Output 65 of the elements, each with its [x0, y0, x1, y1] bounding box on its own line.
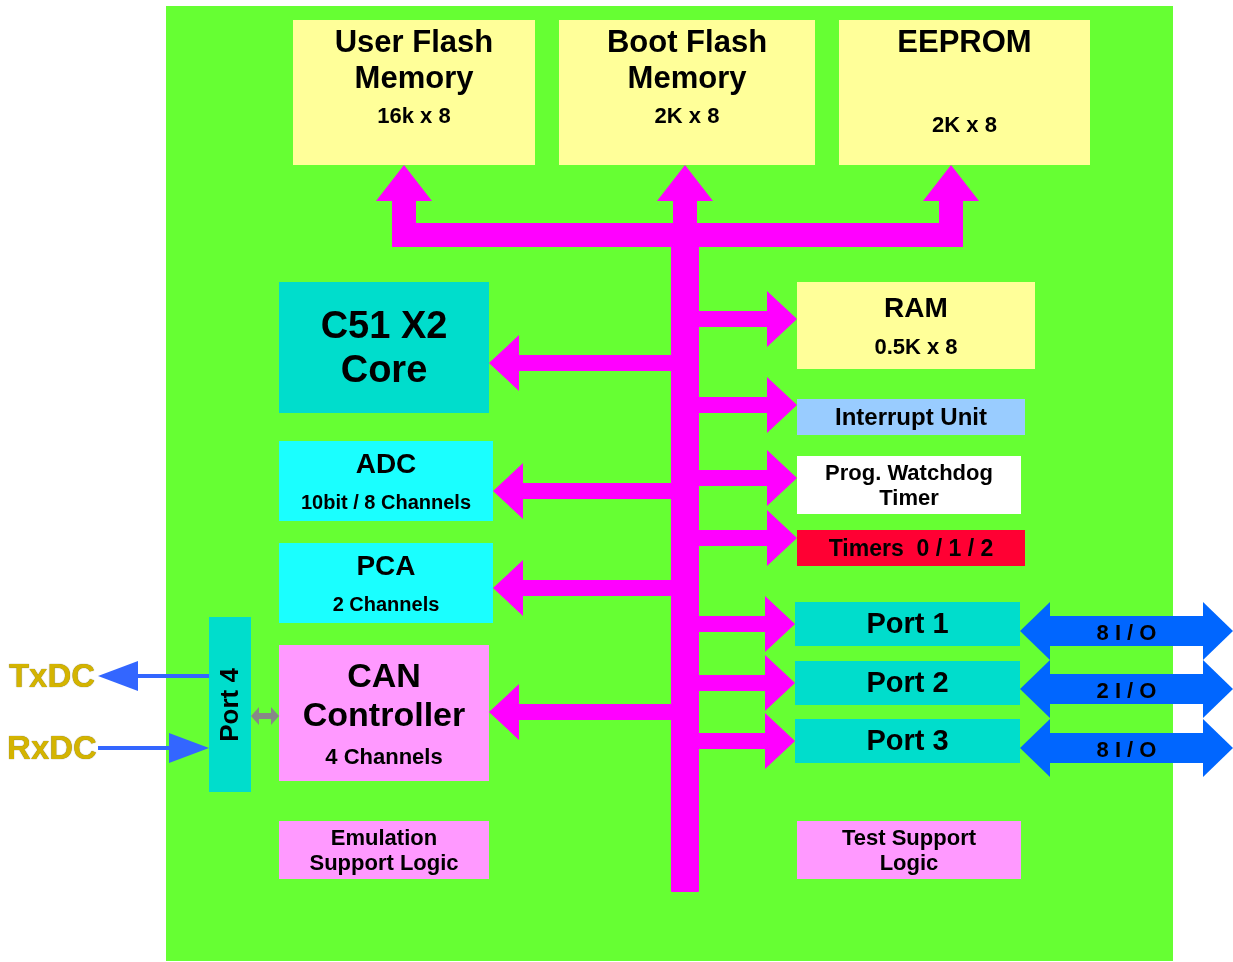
- block-title: Boot Flash Memory: [605, 24, 769, 96]
- bus-arrow: [699, 510, 797, 566]
- arrow: [98, 733, 209, 763]
- memory-block: [293, 20, 535, 165]
- bidirectional-arrow: [1020, 602, 1233, 660]
- edge-label: 8 I / O: [1096, 620, 1157, 646]
- core-block: [279, 282, 489, 413]
- peripheral-block: [279, 543, 493, 623]
- logic-block: [279, 821, 489, 879]
- block-title: Port 3: [866, 724, 949, 758]
- edge-label: 8 I / O: [1096, 737, 1157, 763]
- arrow: [98, 661, 209, 691]
- bus-arrow: [699, 596, 795, 652]
- block-detail: 0.5K x 8: [874, 333, 958, 360]
- bus-arrow: [699, 450, 797, 506]
- bus-arrow: [489, 335, 671, 391]
- memory-block: [559, 20, 815, 165]
- block-title: Test Support Logic: [841, 824, 977, 876]
- memory-block: [839, 20, 1090, 165]
- block-title: RxDC: [7, 729, 97, 767]
- bus-arrow: [493, 463, 671, 519]
- chip-outline: [166, 6, 1173, 961]
- block-title: Interrupt Unit: [835, 403, 987, 431]
- bus-bar: [671, 245, 699, 892]
- bidirectional-arrow: [1020, 719, 1233, 777]
- bus-arrow: [699, 291, 797, 347]
- block-title: EEPROM: [897, 24, 1032, 60]
- block-title: Emulation Support Logic: [308, 824, 460, 876]
- block-title: Port 2: [866, 666, 949, 700]
- bidirectional-arrow: [1020, 660, 1233, 718]
- block-title: Port 4: [215, 667, 245, 742]
- peripheral-block: [797, 530, 1025, 566]
- block-title: User Flash Memory: [333, 24, 495, 96]
- port-block: [795, 719, 1020, 763]
- arrow: [251, 707, 279, 725]
- block-title: Timers 0 / 1 / 2: [828, 534, 994, 562]
- memory-block: [797, 282, 1035, 369]
- block-title: CAN Controller: [301, 656, 467, 735]
- block-detail: 2K x 8: [932, 111, 997, 137]
- block-title: RAM: [884, 291, 948, 324]
- port-block: [795, 602, 1020, 646]
- block-detail: 2K x 8: [654, 103, 720, 129]
- block-title: PCA: [356, 550, 416, 583]
- logic-block: [797, 821, 1021, 879]
- block-detail: 16k x 8: [377, 103, 451, 129]
- peripheral-block: [279, 441, 493, 521]
- block-title: C51 X2 Core: [319, 303, 449, 392]
- bus-arrow: [699, 655, 795, 711]
- block-title: Prog. Watchdog Timer: [824, 459, 994, 511]
- bus-arrow: [493, 560, 671, 616]
- block-title: ADC: [355, 448, 417, 481]
- block-title: Port 1: [866, 607, 949, 641]
- block-title: TxDC: [8, 657, 96, 695]
- block-detail: 4 Channels: [325, 744, 443, 770]
- bus-arrow: [489, 684, 671, 740]
- bus-arrow: [699, 377, 797, 433]
- block-detail: 10bit / 8 Channels: [300, 490, 472, 514]
- controller-block: [279, 645, 489, 781]
- peripheral-block: [797, 456, 1021, 514]
- port-block: [795, 661, 1020, 705]
- edge-label: 2 I / O: [1096, 678, 1157, 704]
- bus-arrow: [699, 713, 795, 769]
- port-block: [209, 617, 251, 792]
- peripheral-block: [797, 399, 1025, 435]
- block-detail: 2 Channels: [332, 592, 440, 616]
